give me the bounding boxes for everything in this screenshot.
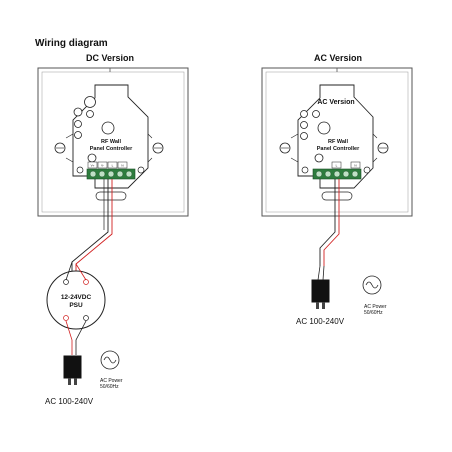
ac-component: [300, 110, 308, 118]
terminal-mark: N: [354, 164, 356, 168]
dc-bottom-slot: [95, 191, 127, 201]
dc-corner-screw: [137, 166, 145, 174]
terminal-screw: [351, 170, 359, 178]
terminal-screw: [333, 170, 341, 178]
psu-terminal: [83, 279, 89, 285]
ac-panel-label-line1: RF Wall: [328, 139, 348, 145]
dc-ac-power-label: AC Power: [100, 378, 123, 384]
ac-corner-screw: [301, 166, 309, 174]
dc-panel-label-line1: RF Wall: [101, 139, 121, 145]
ac-version-heading: AC Version: [314, 53, 362, 63]
ac-panel-heading: AC Version: [317, 99, 354, 106]
ac-corner-screw: [363, 166, 371, 174]
dc-ac-plug: [63, 355, 82, 379]
dc-version-heading: DC Version: [86, 53, 134, 63]
ac-ac-input-label: AC 100-240V: [296, 317, 345, 326]
terminal-screw: [324, 170, 332, 178]
ac-ac-power-freq: 50/60Hz: [364, 310, 383, 316]
ac-component-large: [317, 121, 331, 135]
dc-panel-label-line2: Panel Controller: [90, 146, 133, 152]
dc-psu-wire-red: [65, 320, 73, 355]
dc-psu: [46, 270, 106, 330]
diagram-title: Wiring diagram: [35, 38, 108, 49]
ac-ac-plug: [311, 279, 330, 303]
dc-psu-label-line2: PSU: [69, 302, 83, 309]
ac-component: [300, 121, 308, 129]
dc-component: [86, 110, 94, 118]
ac-wire-red: [323, 179, 340, 266]
dc-wall-plate-inner: [41, 71, 185, 213]
terminal-mark: L: [112, 164, 114, 168]
ac-bottom-slot: [321, 191, 353, 201]
dc-version-group: DC Version RF Wall Panel Controller V+: [37, 53, 189, 406]
ac-terminal-labels: L N: [331, 161, 361, 169]
ac-panel-label-line2: Panel Controller: [317, 146, 360, 152]
dc-component: [74, 120, 82, 128]
terminal-mark: V+: [91, 164, 95, 168]
dc-component: [73, 107, 83, 117]
ac-component: [314, 153, 324, 163]
terminal-mark: N: [121, 164, 123, 168]
ac-component: [300, 132, 308, 140]
ac-version-group: AC Version AC Version RF Wall Panel Cont…: [261, 53, 413, 326]
dc-component-large: [101, 121, 115, 135]
terminal-screw: [342, 170, 350, 178]
psu-terminal: [63, 279, 69, 285]
ac-wire-black: [319, 179, 336, 266]
terminal-mark: V-: [101, 164, 104, 168]
ac-ac-power-label: AC Power: [364, 304, 387, 310]
dc-terminal-labels: V+ V- L N: [87, 161, 128, 169]
terminal-mark: L: [336, 164, 338, 168]
dc-component-large: [84, 96, 96, 108]
psu-terminal: [63, 315, 69, 321]
terminal-screw: [125, 170, 133, 178]
terminal-screw: [89, 170, 97, 178]
terminal-screw: [116, 170, 124, 178]
dc-ac-power-freq: 50/60Hz: [100, 384, 119, 390]
ac-component: [312, 110, 320, 118]
dc-component: [87, 153, 97, 163]
terminal-screw: [98, 170, 106, 178]
dc-corner-screw: [76, 166, 84, 174]
dc-component: [74, 131, 82, 139]
dc-ac-input-label: AC 100-240V: [45, 397, 94, 406]
dc-psu-wire-black: [75, 320, 87, 355]
terminal-screw: [107, 170, 115, 178]
terminal-screw: [315, 170, 323, 178]
dc-psu-label-line1: 12-24VDC: [61, 294, 92, 301]
psu-terminal: [83, 315, 89, 321]
